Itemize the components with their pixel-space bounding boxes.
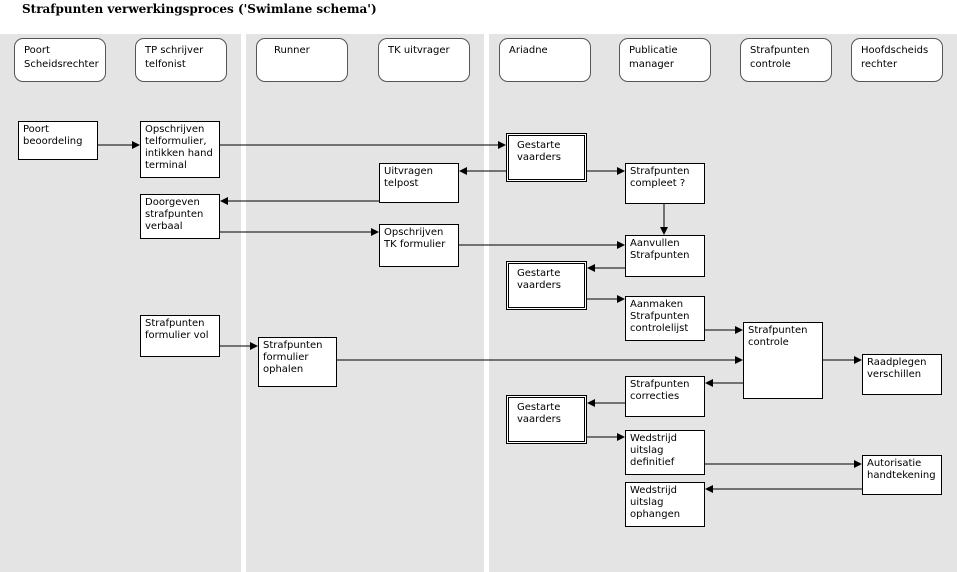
box-aanmaken-controlelijst: Aanmaken Strafpunten controlelijst [625,296,705,341]
box-strafpunten-correcties: Strafpunten correcties [625,376,705,417]
lane-header-hoofdscheidsrechter: Hoofdscheids rechter [851,38,943,82]
box-aanvullen-strafpunten: Aanvullen Strafpunten [625,235,705,277]
box-strafpunten-formulier-vol: Strafpunten formulier vol [140,315,220,357]
box-wedstrijd-uitslag-definitief: Wedstrijd uitslag definitief [625,430,705,475]
lane-header-strafpunten-controle: Strafpunten controle [740,38,832,82]
box-uitvragen-telpost: Uitvragen telpost [379,163,459,203]
diagram-title: Strafpunten verwerkingsproces ('Swimlane… [22,2,377,16]
box-gestarte-vaarders-1: Gestarte vaarders [506,133,587,182]
lane-bg-poort [0,34,120,572]
lane-bg-runner [246,34,363,572]
box-opschrijven-telformulier: Opschrijven telformulier, intikken hand … [140,121,220,178]
box-strafpunten-compleet: Strafpunten compleet ? [625,163,705,204]
lane-bg-strafpunten-controle [727,34,849,572]
box-raadplegen-verschillen: Raadplegen verschillen [862,354,942,395]
lane-header-publicatie-manager: Publicatie manager [619,38,711,82]
lane-bg-tp-schrijver [120,34,241,572]
lane-header-tk-uitvrager: TK uitvrager [378,38,470,82]
box-doorgeven-strafpunten: Doorgeven strafpunten verbaal [140,194,220,239]
box-autorisatie-handtekening: Autorisatie handtekening [862,455,942,495]
box-opschrijven-tk-formulier: Opschrijven TK formulier [379,224,459,267]
lane-header-tp-schrijver-telfonist: TP schrijver telfonist [135,38,227,82]
box-strafpunten-formulier-ophalen: Strafpunten formulier ophalen [258,337,337,387]
box-wedstrijd-uitslag-ophangen: Wedstrijd uitslag ophangen [625,482,705,527]
lane-header-poort-scheidsrechter: Poort Scheidsrechter [14,38,106,82]
box-gestarte-vaarders-3: Gestarte vaarders [506,395,587,444]
lane-header-runner: Runner [256,38,348,82]
box-poort-beoordeling: Poort beoordeling [18,121,98,160]
lane-header-ariadne: Ariadne [499,38,591,82]
box-gestarte-vaarders-2: Gestarte vaarders [506,261,587,310]
lane-bg-tk-uitvrager [363,34,484,572]
box-strafpunten-controle: Strafpunten controle [743,322,823,399]
